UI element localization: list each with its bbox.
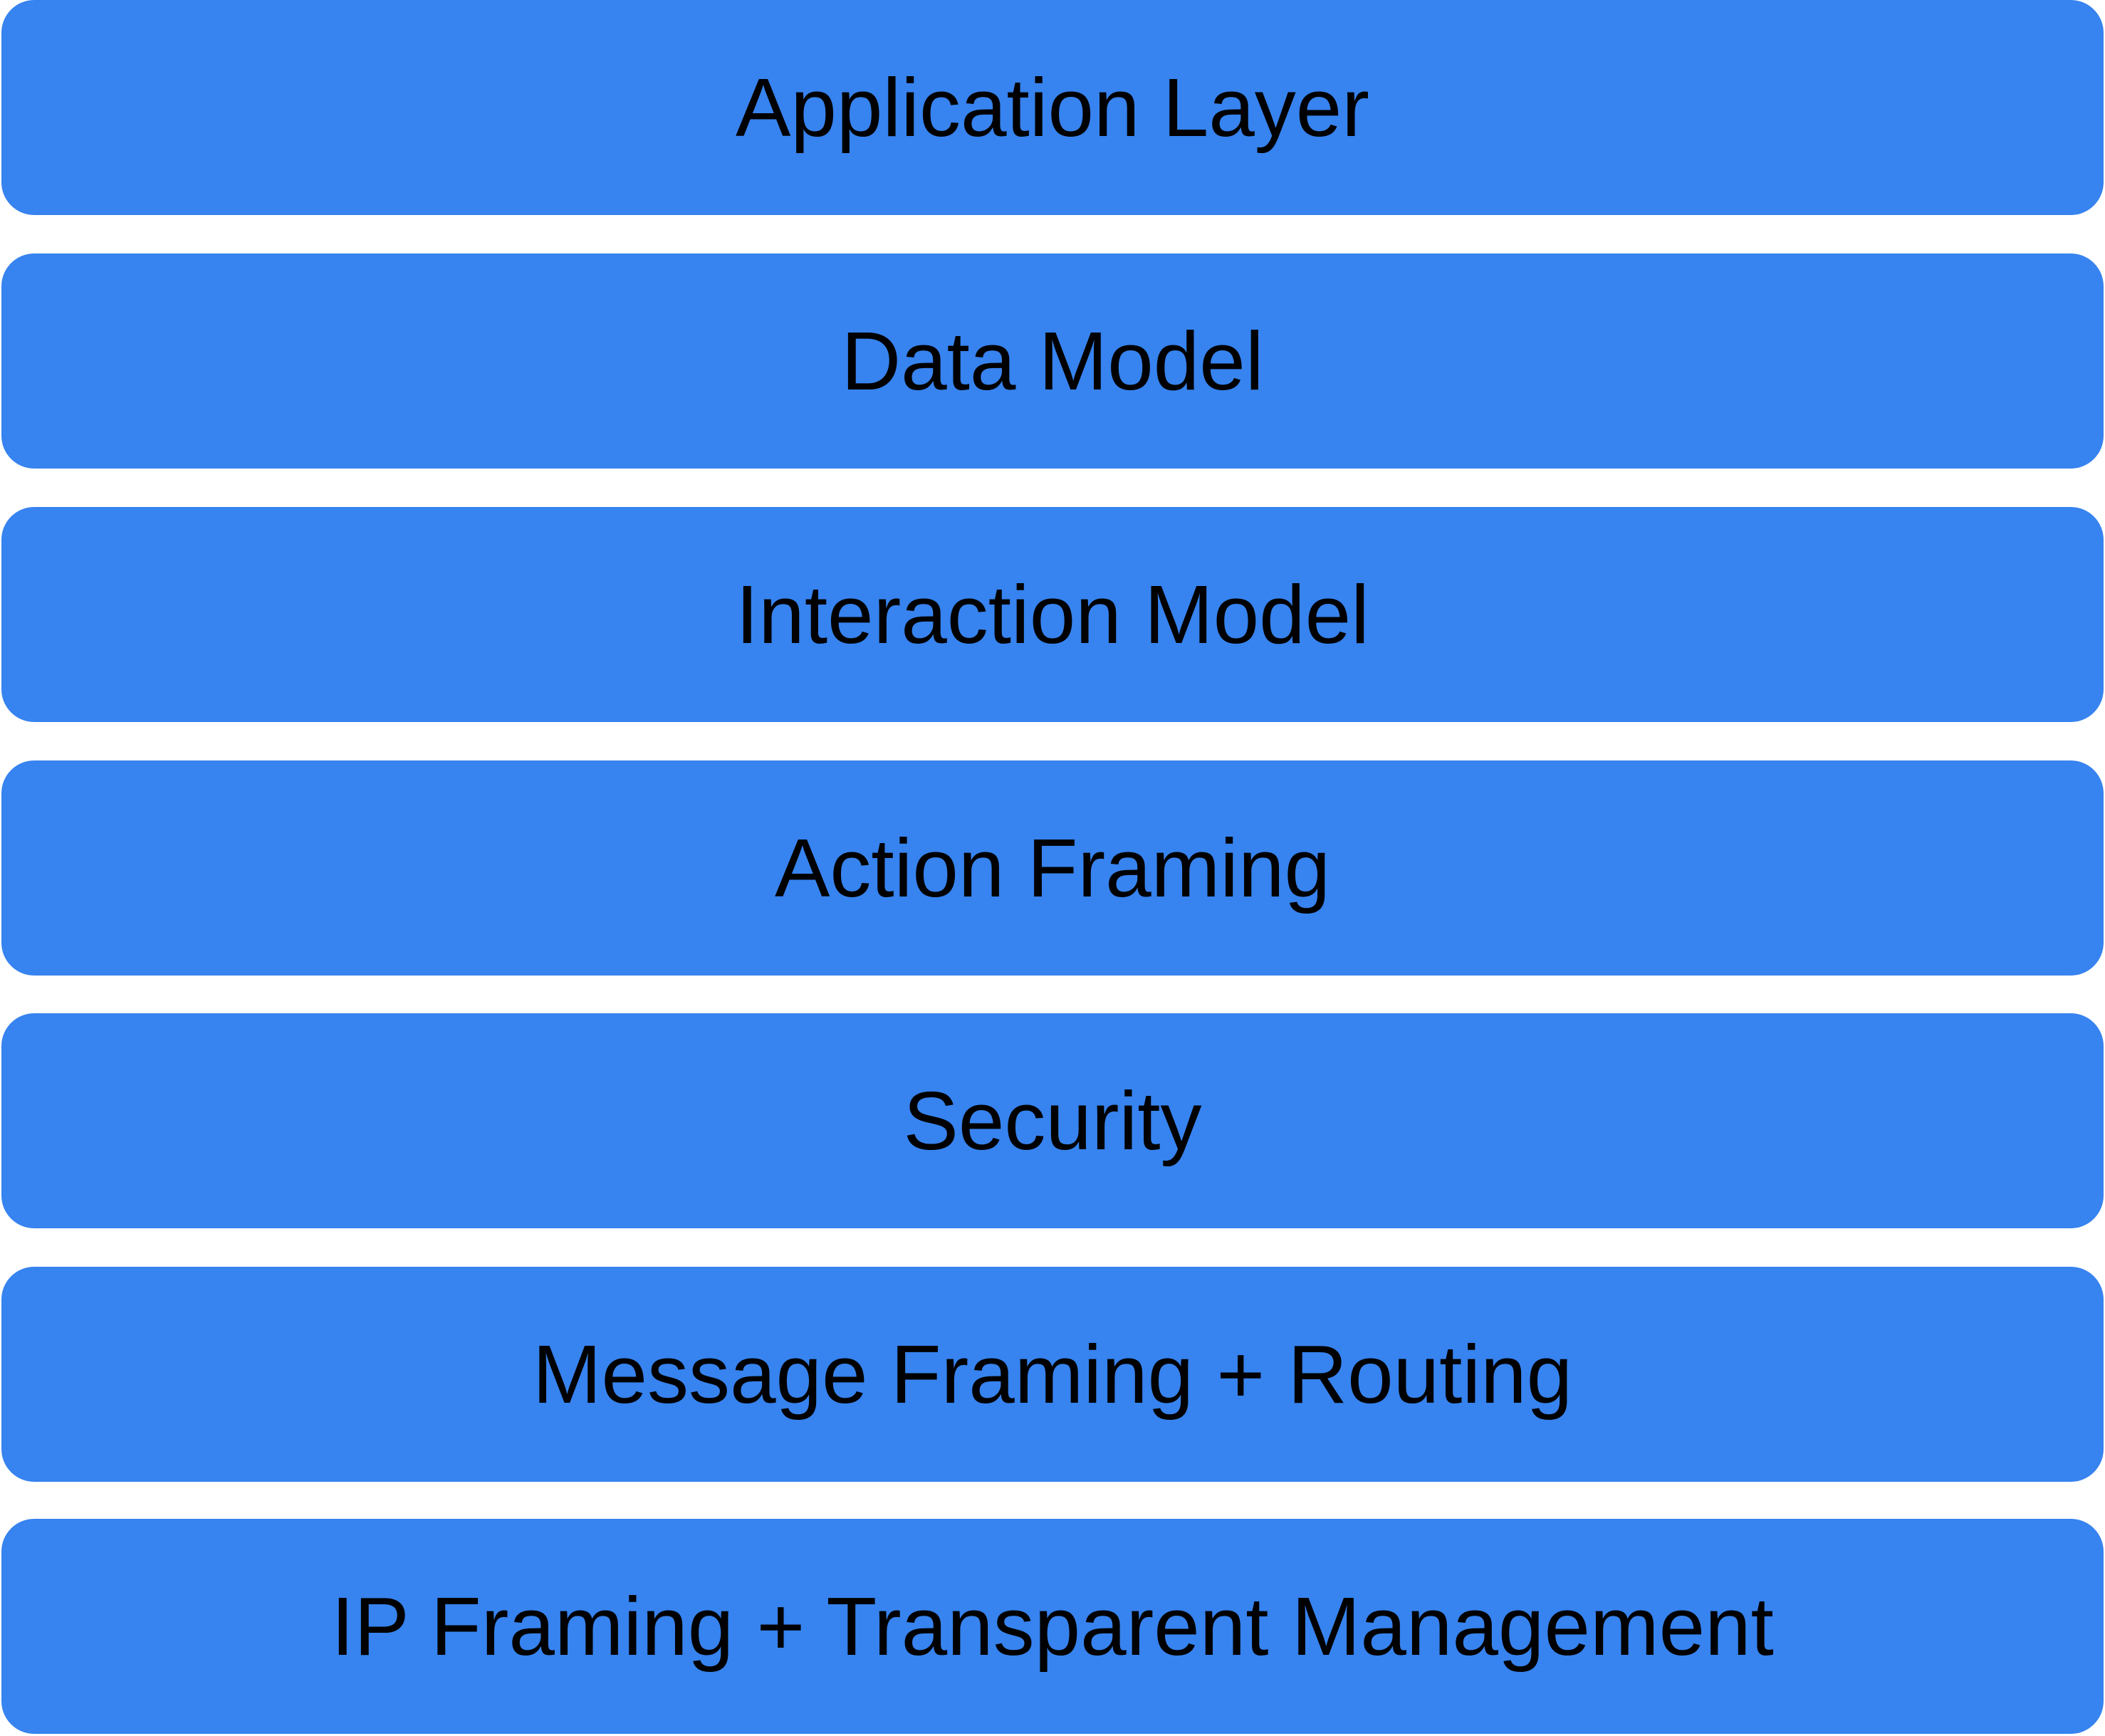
layer-label: Action Framing [774,822,1331,914]
layer-ip-framing-transparent-management: IP Framing + Transparent Management [1,1519,2104,1734]
layer-label: IP Framing + Transparent Management [331,1580,1774,1673]
layer-message-framing-routing: Message Framing + Routing [1,1267,2104,1482]
layer-interaction-model: Interaction Model [1,507,2104,722]
layer-label: Application Layer [736,61,1369,154]
layer-data-model: Data Model [1,253,2104,469]
layer-label: Interaction Model [736,568,1369,661]
layer-action-framing: Action Framing [1,760,2104,976]
layer-label: Security [903,1074,1202,1167]
layer-label: Message Framing + Routing [532,1328,1573,1421]
layer-security: Security [1,1013,2104,1228]
layer-application: Application Layer [1,0,2104,215]
layer-label: Data Model [841,315,1264,407]
